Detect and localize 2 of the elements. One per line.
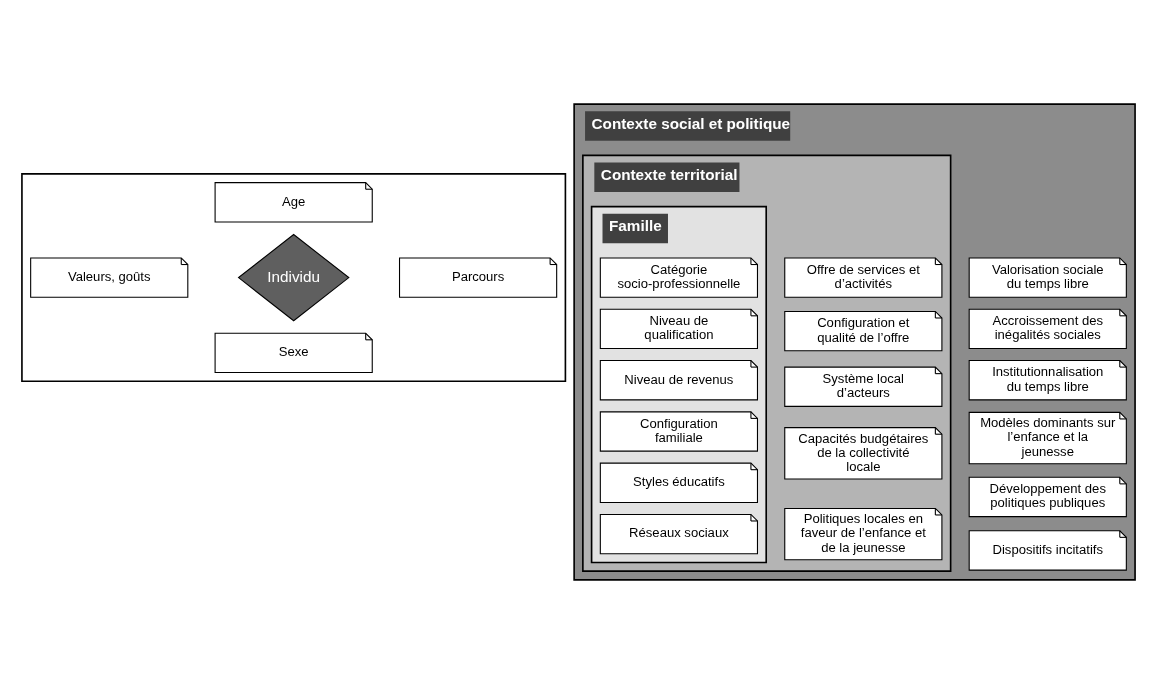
node-diamond: Individu [237,233,350,321]
cluster [21,172,567,382]
